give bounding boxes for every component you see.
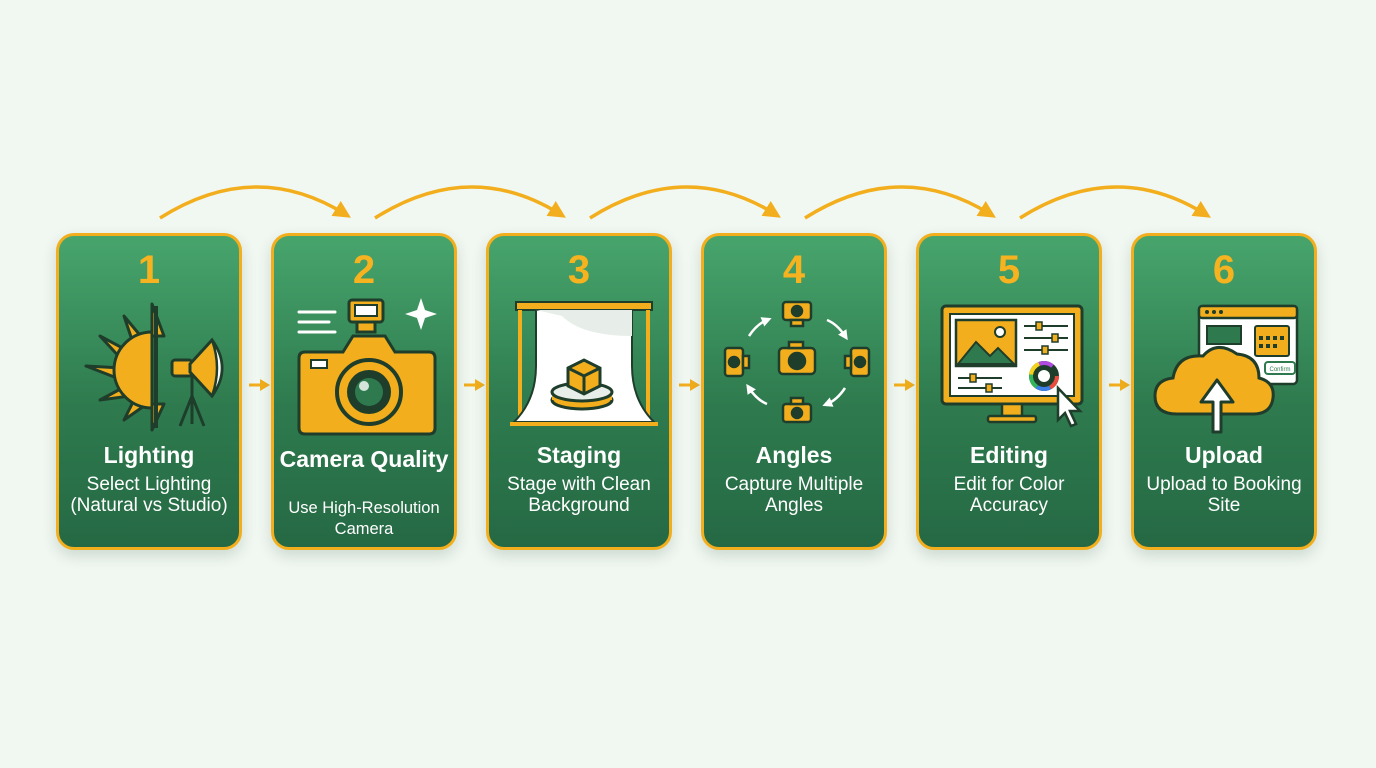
camera-with-flash-icon bbox=[297, 298, 437, 436]
step-description: Stage with Clean Background bbox=[507, 474, 651, 516]
step-number: 2 bbox=[352, 248, 376, 292]
step-description: Capture Multiple Angles bbox=[724, 474, 864, 516]
step-card-1: 1 Lighting Select Lighting bbox=[56, 233, 242, 550]
step-title: Staging bbox=[536, 442, 622, 468]
step-title: Upload bbox=[1185, 442, 1263, 468]
connector-arrow-3-4 bbox=[679, 379, 700, 391]
backdrop-stage-icon bbox=[510, 301, 658, 426]
step-title: Camera Quality bbox=[279, 446, 449, 472]
connector-arrow-1-2 bbox=[249, 379, 270, 391]
step-title: Editing bbox=[970, 442, 1048, 468]
step-card-2: 2 Camera Quality Use High-Resolution Cam… bbox=[271, 233, 457, 550]
connector-arrow-5-6 bbox=[1109, 379, 1130, 391]
step-number: 5 bbox=[997, 248, 1021, 292]
step-title: Lighting bbox=[103, 442, 195, 468]
cloud-upload-icon: Confirm bbox=[1153, 304, 1299, 434]
curved-arrow-1-2 bbox=[159, 185, 351, 220]
step-title: Angles bbox=[755, 442, 833, 468]
step-description: Upload to Booking Site bbox=[1146, 474, 1302, 516]
curved-arrow-3-4 bbox=[589, 185, 781, 220]
monitor-color-edit-icon bbox=[940, 304, 1084, 428]
curved-arrow-2-3 bbox=[374, 185, 566, 220]
curved-arrow-5-6 bbox=[1019, 185, 1211, 220]
sun-and-softbox-icon bbox=[84, 302, 224, 432]
step-description: Use High-Resolution Camera bbox=[288, 499, 440, 538]
step-description: Edit for Color Accuracy bbox=[953, 474, 1065, 516]
step-card-4: 4 bbox=[701, 233, 887, 550]
step-number: 3 bbox=[567, 248, 591, 292]
multi-angle-cameras-icon bbox=[723, 300, 871, 424]
confirm-button: Confirm bbox=[1269, 367, 1290, 373]
step-number: 4 bbox=[782, 248, 806, 292]
step-card-3: 3 Staging Stage with Clean Background bbox=[486, 233, 672, 550]
step-number: 1 bbox=[137, 248, 161, 292]
connector-arrow-4-5 bbox=[894, 379, 915, 391]
step-card-6: 6 Confirm Upload Upload to Booking Site bbox=[1131, 233, 1317, 550]
step-number: 6 bbox=[1212, 248, 1236, 292]
connector-arrow-2-3 bbox=[464, 379, 485, 391]
curved-arrow-4-5 bbox=[804, 185, 996, 220]
step-card-5: 5 Editing Edi bbox=[916, 233, 1102, 550]
step-description: Select Lighting (Natural vs Studio) bbox=[70, 474, 228, 516]
